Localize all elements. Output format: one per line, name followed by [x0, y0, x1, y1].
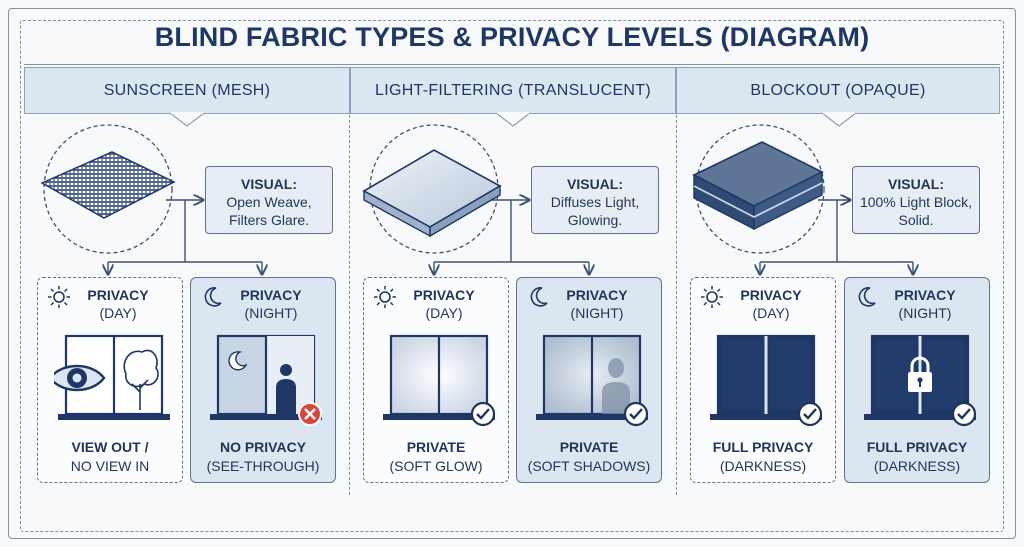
- card-sunscreen-day: PRIVACY (DAY) VIEW OUT / NO VIEW IN: [37, 277, 183, 483]
- privacy-heading: PRIVACY: [566, 287, 628, 303]
- visual-box-light-filtering: VISUAL: Diffuses Light, Glowing.: [531, 166, 659, 234]
- privacy-heading: PRIVACY: [87, 287, 149, 303]
- sun-icon: [701, 286, 723, 308]
- privacy-sub: (DAY): [752, 305, 790, 321]
- result-sub: NO VIEW IN: [70, 458, 150, 474]
- check-icon: [797, 401, 823, 427]
- privacy-sub: (NIGHT): [570, 305, 624, 321]
- window-illustration: [54, 334, 170, 420]
- visual-box-blockout: VISUAL: 100% Light Block, Solid.: [852, 166, 980, 234]
- eye-icon: [54, 364, 106, 392]
- person-icon: [602, 358, 630, 414]
- card-light-filtering-night: PRIVACY (NIGHT) PRIVATE (SOFT SHADOWS): [516, 277, 662, 483]
- visual-heading: VISUAL:: [241, 176, 297, 192]
- visual-line: Filters Glare.: [228, 212, 310, 228]
- privacy-sub: (DAY): [99, 305, 137, 321]
- tree-icon: [123, 349, 159, 410]
- person-icon: [276, 364, 296, 414]
- visual-line: Glowing.: [567, 212, 623, 228]
- privacy-heading: PRIVACY: [894, 287, 956, 303]
- visual-box-sunscreen: VISUAL: Open Weave, Filters Glare.: [205, 166, 333, 234]
- card-blockout-night: PRIVACY (NIGHT) FULL PRIVACY (DARKNESS): [844, 277, 990, 483]
- window-illustration: [383, 334, 496, 427]
- visual-heading: VISUAL:: [567, 176, 623, 192]
- card-blockout-day: PRIVACY (DAY) FULL PRIVACY (DARKNESS): [690, 277, 836, 483]
- privacy-heading: PRIVACY: [413, 287, 475, 303]
- sun-icon: [48, 286, 70, 308]
- moon-icon: [530, 287, 548, 307]
- column-header-blockout: BLOCKOUT (OPAQUE): [676, 67, 1000, 114]
- card-sunscreen-night: PRIVACY (NIGHT) NO PRIVACY (SEE-THROUGH): [190, 277, 336, 483]
- column-separator: [676, 115, 677, 495]
- result-sub: (DARKNESS): [873, 458, 961, 474]
- visual-line: 100% Light Block,: [859, 194, 973, 210]
- visual-heading: VISUAL:: [888, 176, 944, 192]
- result-sub: (SEE-THROUGH): [206, 458, 320, 474]
- page-title: BLIND FABRIC TYPES & PRIVACY LEVELS (DIA…: [154, 22, 870, 52]
- result-heading: FULL PRIVACY: [712, 439, 814, 455]
- check-icon: [470, 401, 496, 427]
- result-heading: VIEW OUT /: [71, 439, 149, 455]
- check-icon: [951, 401, 977, 427]
- result-heading: NO PRIVACY: [219, 439, 307, 455]
- title-divider: [24, 64, 1000, 65]
- window-illustration: [536, 334, 649, 427]
- window-illustration: [710, 334, 823, 427]
- window-illustration: [864, 334, 977, 427]
- visual-line: Diffuses Light,: [550, 194, 640, 210]
- card-light-filtering-day: PRIVACY (DAY) PRIVATE (SOFT GLOW): [363, 277, 509, 483]
- result-heading: PRIVATE: [559, 439, 619, 455]
- privacy-heading: PRIVACY: [740, 287, 802, 303]
- sun-icon: [374, 286, 396, 308]
- privacy-sub: (DAY): [425, 305, 463, 321]
- window-illustration: [210, 334, 322, 426]
- privacy-sub: (NIGHT): [898, 305, 952, 321]
- check-icon: [623, 401, 649, 427]
- result-sub: (SOFT SHADOWS): [527, 458, 651, 474]
- privacy-heading: PRIVACY: [240, 287, 302, 303]
- result-sub: (SOFT GLOW): [389, 458, 483, 474]
- column-header-light-filtering: LIGHT-FILTERING (TRANSLUCENT): [350, 67, 676, 114]
- lock-icon: [908, 356, 932, 392]
- moon-icon: [858, 287, 876, 307]
- column-separator: [349, 115, 350, 495]
- privacy-sub: (NIGHT): [244, 305, 298, 321]
- inner-border: [20, 20, 1004, 532]
- result-heading: PRIVATE: [406, 439, 466, 455]
- moon-icon: [204, 287, 222, 307]
- visual-line: Open Weave,: [226, 194, 312, 210]
- result-heading: FULL PRIVACY: [866, 439, 968, 455]
- cross-icon: [298, 402, 322, 426]
- visual-line: Solid.: [898, 212, 934, 228]
- result-sub: (DARKNESS): [719, 458, 807, 474]
